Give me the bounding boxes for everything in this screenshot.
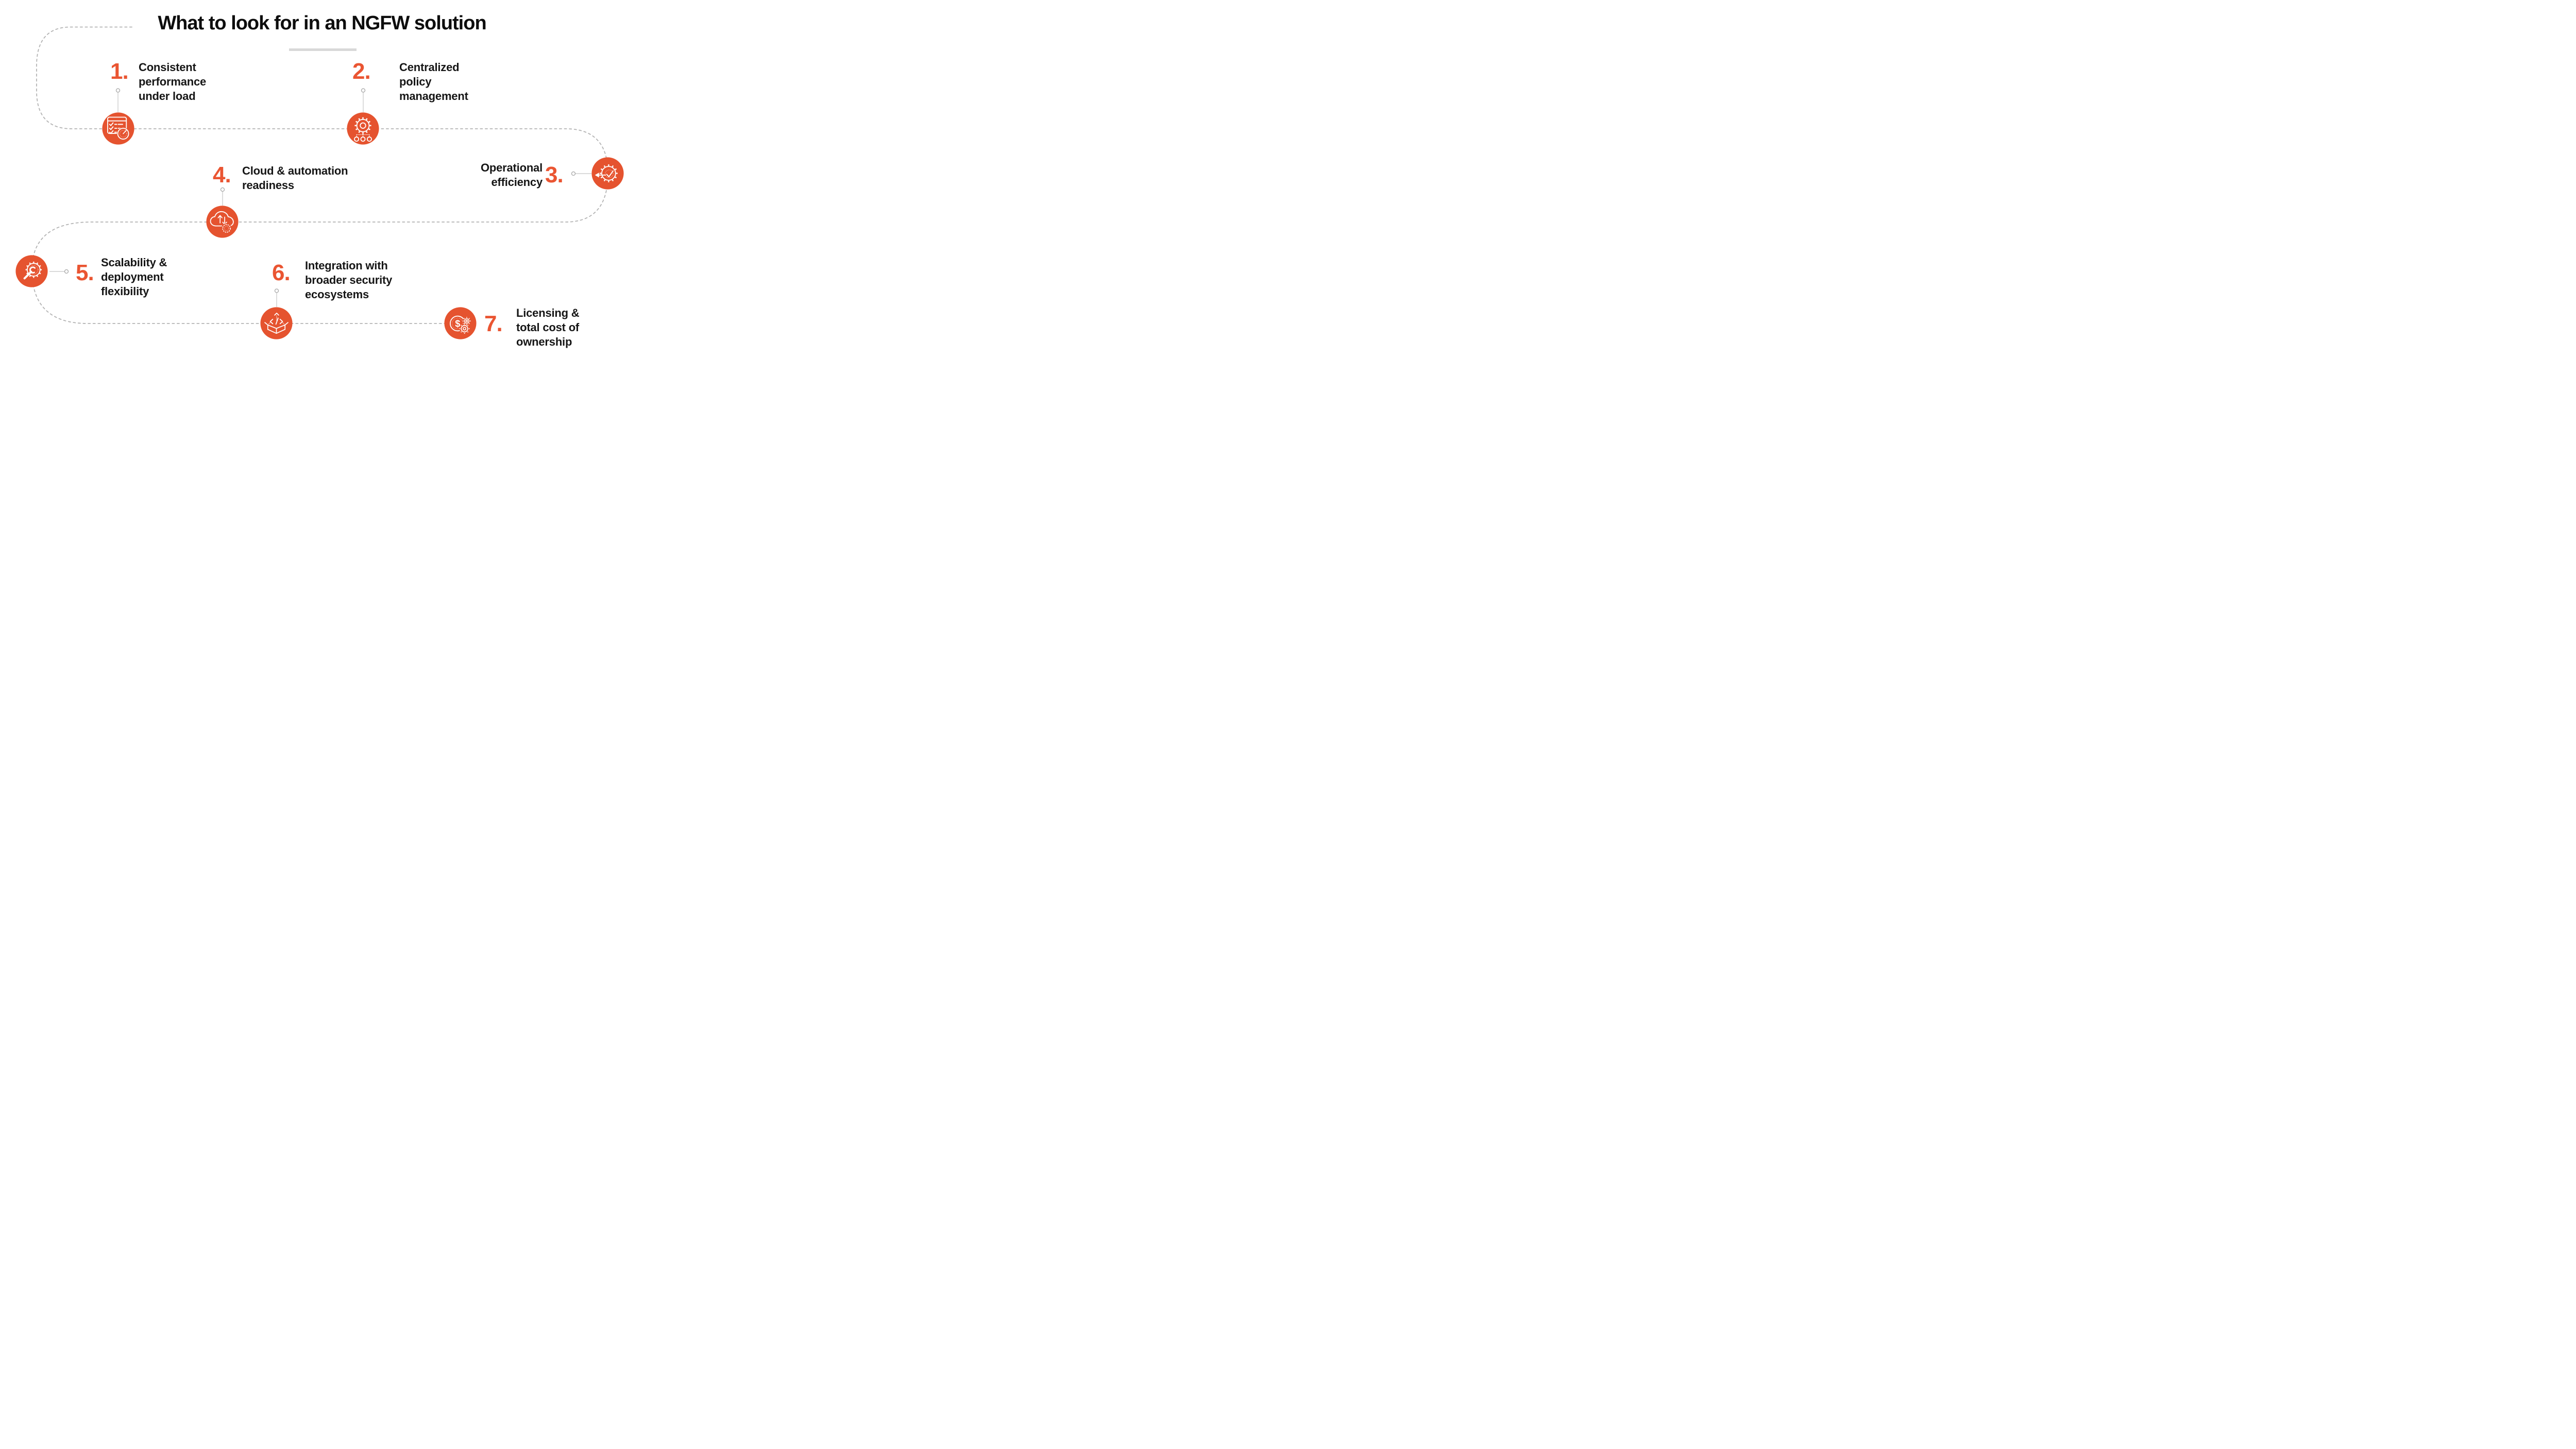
code-box-icon <box>260 306 293 340</box>
dollar-glyph: $ <box>455 319 460 329</box>
item-number-6: 6. <box>272 260 291 285</box>
item-number-2: 2. <box>352 59 371 84</box>
item-label-6: Integration with broader security ecosys… <box>305 259 393 301</box>
infographic-canvas: What to look for in an NGFW solution 1. … <box>0 0 644 362</box>
item-label-5: Scalability & deployment flexibility <box>101 256 167 298</box>
title-underline <box>289 48 357 51</box>
gear-hierarchy-icon <box>346 112 380 145</box>
item-number-7: 7. <box>484 311 503 336</box>
gear-check-arrow-icon <box>591 157 624 190</box>
item-label-4: Cloud & automation readiness <box>242 164 348 192</box>
item-label-1: Consistent performance under load <box>139 61 207 103</box>
item-number-5: 5. <box>76 260 94 285</box>
dollar-gears-icon: $ <box>444 306 477 340</box>
item-label-7: Licensing & total cost of ownership <box>516 306 580 348</box>
page-title: What to look for in an NGFW solution <box>158 12 486 34</box>
item-label-3: Operational efficiency <box>480 161 543 189</box>
item-number-3: 3. <box>545 162 564 187</box>
item-number-1: 1. <box>110 59 129 84</box>
checklist-gauge-icon <box>101 112 135 145</box>
connector-dots <box>64 88 576 293</box>
connector-lines <box>49 92 591 307</box>
item-number-4: 4. <box>213 162 231 187</box>
wrench-gear-icon <box>15 254 48 288</box>
item-label-2: Centralized policy management <box>399 61 468 103</box>
cloud-sync-gear-icon <box>206 205 239 238</box>
